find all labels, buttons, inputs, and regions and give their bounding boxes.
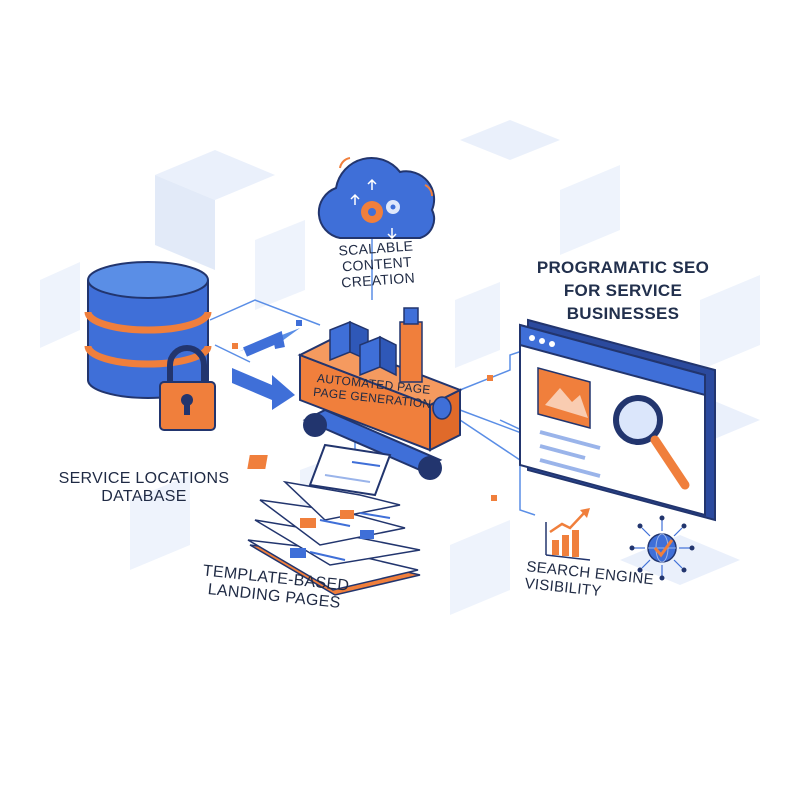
lock-icon	[159, 345, 216, 431]
growth-chart-icon	[545, 508, 591, 561]
globe-check-icon	[629, 515, 695, 581]
database-label-line-2: DATABASE	[101, 488, 187, 506]
title-line-1: PROGRAMATIC SEO	[536, 258, 710, 277]
title-line-2: FOR SERVICE BUSINESSES	[563, 280, 683, 323]
browser-search-icon	[519, 318, 716, 522]
cloud-gears-icon	[317, 157, 436, 240]
arrow-icon	[232, 328, 300, 410]
document-stack-icon	[247, 480, 421, 596]
scalable-content-label: SCALABLE CONTENT CREATION	[305, 235, 448, 293]
factory-machine-icon	[297, 307, 463, 480]
output-page-icon	[247, 443, 392, 497]
database-label-line-1: SERVICE LOCATIONS	[58, 470, 230, 487]
database-label: SERVICE LOCATIONS DATABASE	[54, 470, 234, 507]
database-icon	[84, 261, 212, 399]
connector-dots	[232, 320, 497, 501]
page-title: PROGRAMATIC SEO FOR SERVICE BUSINESSES	[516, 257, 730, 326]
